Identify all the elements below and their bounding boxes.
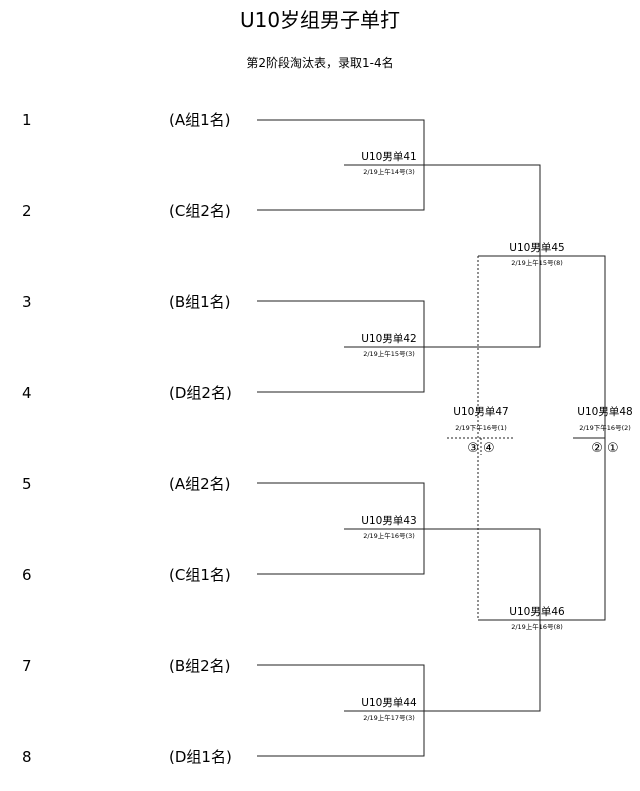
third-place-lines [447, 256, 515, 620]
connector-m42-m45 [344, 256, 541, 348]
match-m41-label: U10男单41 [361, 151, 416, 163]
entrant-1: (A组1名) [169, 111, 231, 129]
connector-m45-m48 [540, 255, 606, 439]
match-m46-label: U10男单46 [509, 606, 565, 618]
seed-3: 3 [22, 293, 32, 311]
connector-m41-m45 [344, 164, 541, 257]
entrant-7: (B组2名) [169, 657, 231, 675]
connector-m46-m48 [540, 438, 606, 621]
match-m43-label: U10男单43 [361, 515, 416, 527]
match-m46-time: 2/19上午16号(8) [511, 622, 563, 631]
connector-m44-m46 [344, 620, 541, 712]
match-m45-time: 2/19上午15号(8) [511, 258, 563, 267]
match-m48-ranks: ② ① [591, 441, 618, 456]
bracket-lines [257, 119, 606, 757]
entrant-labels: (A组1名) (C组2名) (B组1名) (D组2名) (A组2名) (C组1名… [169, 111, 232, 766]
entrant-4: (D组2名) [169, 384, 232, 402]
match-m42-time: 2/19上午15号(3) [363, 349, 415, 358]
entrant-5: (A组2名) [169, 475, 231, 493]
match-m45-label: U10男单45 [509, 242, 564, 254]
match-labels: U10男单41 2/19上午14号(3) U10男单42 2/19上午15号(3… [361, 151, 632, 722]
seed-7: 7 [22, 657, 32, 675]
seed-8: 8 [22, 748, 32, 766]
entrant-2: (C组2名) [169, 202, 231, 220]
match-m47-time: 2/19下午16号(1) [455, 423, 507, 432]
match-m41-time: 2/19上午14号(3) [363, 167, 415, 176]
match-m48-label: U10男单48 [577, 406, 632, 418]
seed-5: 5 [22, 475, 32, 493]
seed-numbers: 1 2 3 4 5 6 7 8 [22, 111, 32, 766]
match-m48-time: 2/19下午16号(2) [579, 423, 631, 432]
match-m42-label: U10男单42 [361, 333, 416, 345]
match-m43-time: 2/19上午16号(3) [363, 531, 415, 540]
page-subtitle: 第2阶段淘汰表，录取1-4名 [246, 55, 393, 70]
match-m44-time: 2/19上午17号(3) [363, 713, 415, 722]
match-m47-ranks: ③ ④ [467, 441, 494, 456]
entrant-6: (C组1名) [169, 566, 231, 584]
connector-m43-m46 [344, 528, 541, 621]
entrant-3: (B组1名) [169, 293, 231, 311]
match-m44-label: U10男单44 [361, 697, 417, 709]
seed-6: 6 [22, 566, 32, 584]
match-m47-label: U10男单47 [453, 406, 508, 418]
seed-4: 4 [22, 384, 32, 402]
page-title: U10岁组男子单打 [240, 8, 400, 32]
seed-2: 2 [22, 202, 32, 220]
entrant-8: (D组1名) [169, 748, 232, 766]
seed-1: 1 [22, 111, 32, 129]
